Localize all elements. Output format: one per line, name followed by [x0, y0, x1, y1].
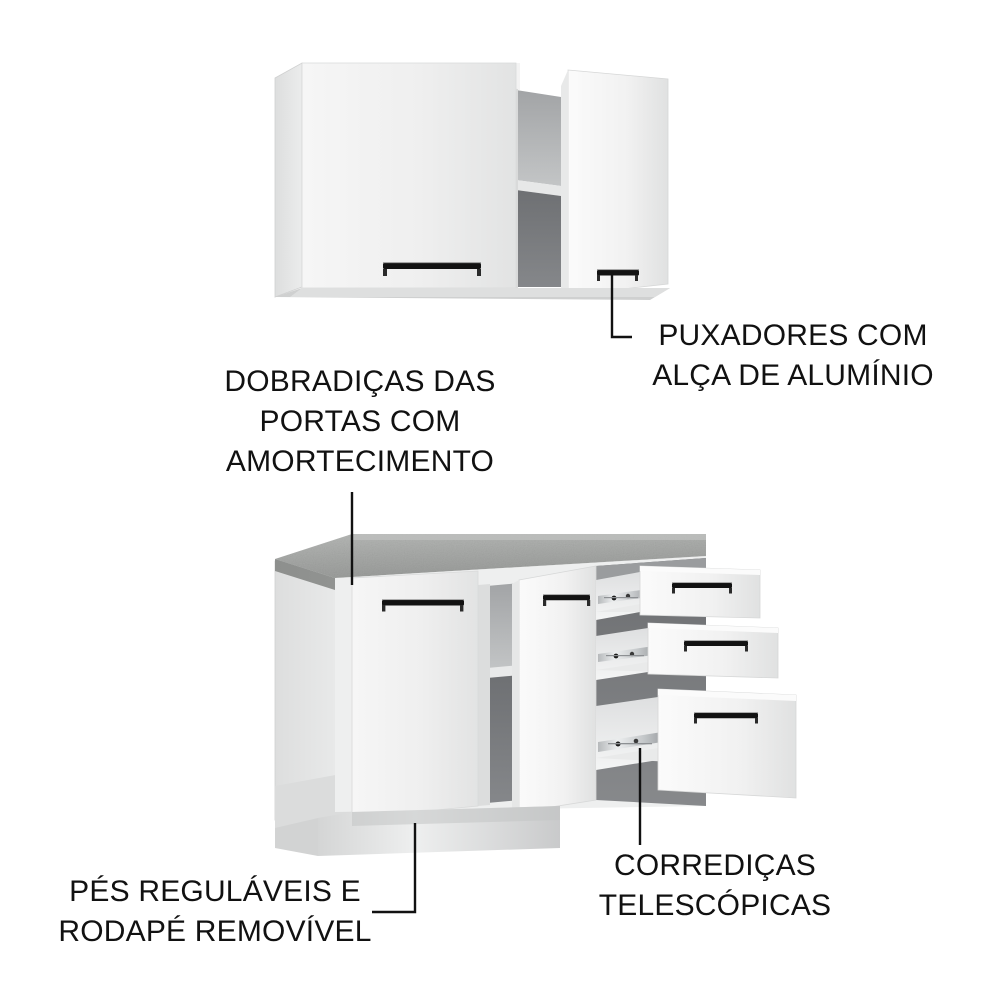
wall-cabinet-interior-back-upper	[516, 90, 561, 186]
drawer-1-front-top-edge	[640, 566, 760, 575]
wall-cabinet-left-door-handle[interactable]	[383, 262, 481, 276]
base-cabinet-drawer-2[interactable]	[596, 622, 779, 680]
callout-handles-text: PUXADORES COM ALÇA DE ALUMÍNIO	[652, 319, 934, 392]
base-cabinet-interior-back-upper	[487, 583, 520, 671]
drawer-3-handle[interactable]	[694, 712, 758, 724]
callout-feet-text: PÉS REGULÁVEIS E RODAPÉ REMOVÍVEL	[58, 875, 372, 948]
drawer-2-front[interactable]	[647, 622, 779, 679]
drawer-2-handle[interactable]	[684, 640, 748, 652]
wall-cabinet-interior-shelf	[516, 180, 561, 196]
wall-cabinet	[274, 62, 670, 300]
wall-cabinet-interior-back-lower	[516, 190, 561, 287]
drawer-2-front-top-edge	[648, 623, 778, 633]
base-cabinet	[274, 534, 797, 856]
base-cabinet-right-door-handle[interactable]	[543, 594, 591, 606]
leader-line-feet	[372, 823, 417, 914]
base-cabinet-right-door[interactable]	[518, 565, 597, 813]
wall-cabinet-right-door-handle[interactable]	[597, 269, 639, 281]
drawer-3-front-top-edge	[658, 689, 796, 701]
wall-cabinet-right-door[interactable]	[567, 69, 669, 296]
drawer-3-slide	[598, 732, 662, 752]
drawer-3-front[interactable]	[657, 688, 797, 799]
base-cabinet-plinth-left-return	[275, 818, 318, 856]
base-cabinet-drawer-1[interactable]	[596, 565, 761, 620]
wall-cabinet-right-door-inner-edge	[561, 70, 568, 295]
wall-cabinet-left-door[interactable]	[301, 62, 517, 289]
base-cabinet-left-door-handle[interactable]	[382, 599, 464, 612]
callout-hinges-text: DOBRADIÇAS DAS PORTAS COM AMORTECIMENTO	[224, 365, 496, 478]
drawer-2-slide	[598, 646, 654, 662]
base-cabinet-right-door-edge	[512, 580, 519, 812]
base-cabinet-interior-left-jamb	[478, 584, 490, 806]
drawer-1-slide	[598, 589, 648, 604]
base-cabinet-left-door[interactable]	[351, 570, 479, 819]
base-cabinet-plinth-shadow	[352, 806, 560, 826]
wall-cabinet-left-side-panel	[274, 62, 303, 298]
base-cabinet-interior-back-lower	[487, 675, 520, 803]
drawer-1-handle[interactable]	[672, 582, 732, 594]
base-cabinet-drawer-3[interactable]	[596, 688, 797, 799]
leader-line-handles	[610, 272, 632, 339]
callout-slides-text: CORREDIÇAS TELESCÓPICAS	[598, 849, 832, 922]
wall-cabinet-bottom-shadow	[290, 288, 670, 297]
